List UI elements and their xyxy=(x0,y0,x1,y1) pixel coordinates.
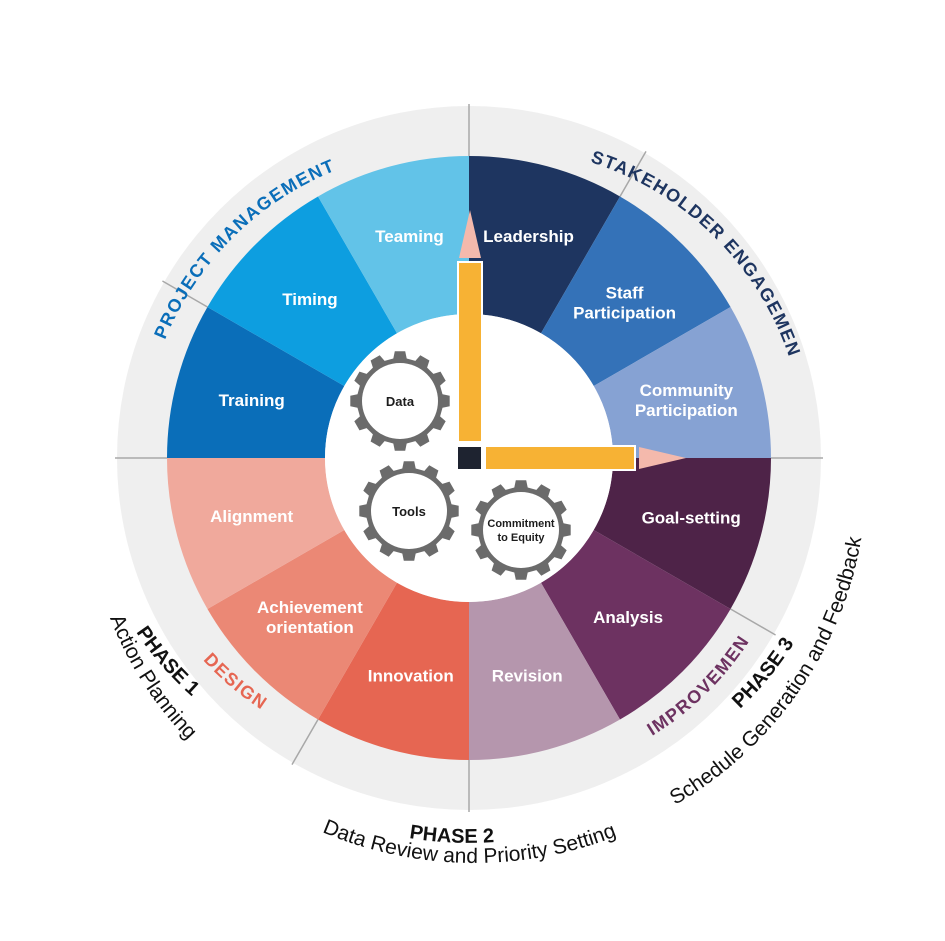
ring-divider xyxy=(730,608,776,636)
segment-goal xyxy=(593,458,771,609)
segment-label-timing: Timing xyxy=(282,290,337,309)
segment-label-teaming: Teaming xyxy=(375,227,444,246)
minute-hand-outline xyxy=(484,445,636,471)
segment-label-innovation: Innovation xyxy=(368,666,454,685)
ring-divider xyxy=(291,719,319,765)
gear-label-data: Data xyxy=(386,394,415,409)
gear-center xyxy=(362,363,438,439)
gear-data: Data xyxy=(350,351,450,451)
segment-staff xyxy=(541,196,731,386)
ring-divider xyxy=(162,280,208,308)
segment-leadership xyxy=(469,156,620,334)
minute-hand-tip xyxy=(639,447,686,469)
minute-hand xyxy=(485,446,635,470)
segment-timing xyxy=(207,196,397,386)
segment-alignment xyxy=(167,458,345,609)
segment-achievement xyxy=(207,530,397,720)
segment-label-alignment: Alignment xyxy=(210,507,293,526)
segment-label-analysis: Analysis xyxy=(593,608,663,627)
gear-center xyxy=(371,473,447,549)
segment-label-revision: Revision xyxy=(492,666,563,685)
hour-hand-outline xyxy=(457,261,483,443)
gear-center xyxy=(483,492,559,568)
ring-dividers xyxy=(115,104,823,812)
segment-label-goal: Goal-setting xyxy=(642,509,741,528)
clock-hands xyxy=(457,210,686,471)
clock-hub xyxy=(458,447,481,469)
segment-label-leadership: Leadership xyxy=(483,227,574,246)
segment-analysis xyxy=(541,530,731,720)
segment-community xyxy=(593,307,771,458)
segment-teaming xyxy=(318,156,469,334)
segment-training xyxy=(167,307,345,458)
segment-label-training: Training xyxy=(219,391,285,410)
gear-label-tools: Tools xyxy=(392,504,426,519)
segment-innovation xyxy=(318,582,469,760)
hour-hand xyxy=(458,262,482,442)
ring-divider xyxy=(619,151,647,197)
segment-revision xyxy=(469,582,620,760)
hour-hand-tip xyxy=(459,210,481,258)
gear-tools: Tools xyxy=(359,461,459,561)
